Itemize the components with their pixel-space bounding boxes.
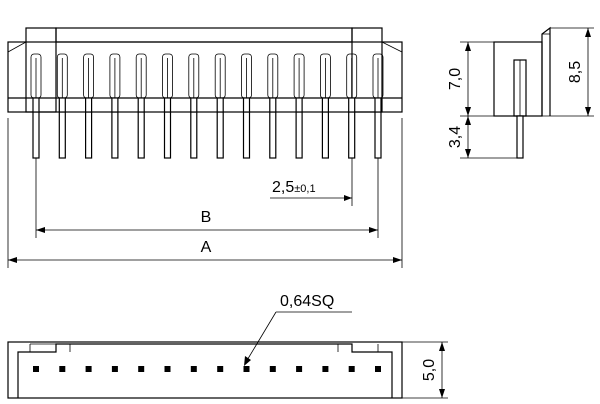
side-height-dimensions: 7,0 3,4 [447, 41, 517, 159]
front-pins [30, 53, 384, 159]
pin-length-label: 3,4 [447, 126, 464, 148]
callout-leader [245, 311, 277, 363]
front-pin-neck [374, 97, 382, 113]
front-pin-lead [32, 111, 40, 159]
b-label: B [201, 209, 212, 226]
front-pin-neck [111, 97, 119, 113]
arrow-34-bottom [465, 149, 471, 158]
top-pin-square [138, 366, 145, 372]
front-pin-neck [216, 97, 224, 113]
front-pin-neck [242, 97, 251, 113]
arrow-70-top [465, 42, 471, 51]
side-view [493, 26, 551, 159]
front-pin-neck [348, 97, 356, 113]
arrow-50-top [439, 342, 445, 351]
body-depth-label: 5,0 [421, 359, 438, 381]
top-pin-square [190, 366, 197, 372]
top-pin-square [33, 366, 39, 372]
arrow-85-top [585, 28, 591, 37]
front-pin-lead [295, 111, 303, 159]
front-pin-lead [242, 111, 251, 159]
front-pin-neck [163, 97, 172, 113]
b-arrow-left [36, 227, 45, 233]
front-view [7, 27, 403, 159]
top-pin-square [217, 366, 224, 372]
top-pin-square [348, 366, 355, 372]
front-pin-neck [269, 97, 277, 113]
arrow-85-bottom [585, 107, 591, 116]
top-pin-square [375, 366, 381, 372]
total-height-label: 8,5 [567, 61, 584, 83]
left-latch-post [25, 27, 57, 113]
front-pin-neck [58, 97, 66, 113]
pitch-dimension: 2,5±0,1 [270, 158, 353, 206]
front-pin-neck [84, 97, 93, 113]
overall-length-dimension: A [7, 118, 403, 268]
top-pin-square [269, 366, 276, 372]
a-arrow-right [393, 257, 402, 263]
top-pin-square [111, 366, 118, 372]
side-latch [541, 26, 551, 116]
pitch-arrow [344, 195, 352, 201]
arrow-34-top [465, 116, 471, 125]
callout-arrow [244, 356, 251, 366]
right-post-chamfer [381, 41, 403, 53]
top-pins [33, 366, 381, 372]
pin-size-callout: 0,64SQ [244, 293, 352, 366]
side-body [493, 41, 543, 117]
front-pin-lead [111, 111, 119, 159]
front-pin-neck [321, 97, 329, 113]
top-body-outline [7, 341, 403, 399]
body-depth-dimension: 5,0 [402, 341, 448, 399]
top-pin-square [322, 366, 329, 372]
front-pin-neck [190, 97, 198, 113]
side-pin [516, 115, 524, 159]
front-pin-neck [32, 97, 40, 113]
top-pin-square [243, 366, 250, 372]
top-inner-wall [17, 343, 393, 398]
front-pin-lead [163, 111, 172, 159]
top-pin-square [296, 366, 303, 372]
top-view [7, 341, 403, 399]
front-pin-lead [348, 111, 356, 159]
arrow-50-bottom [439, 389, 445, 398]
left-post-chamfer [7, 41, 27, 53]
front-pin-lead [374, 111, 382, 159]
b-arrow-right [369, 227, 378, 233]
a-arrow-left [8, 257, 17, 263]
front-pin-lead [269, 111, 277, 159]
a-label: A [201, 239, 212, 256]
pitch-label: 2,5±0,1 [272, 179, 316, 196]
arrow-70-bottom [465, 107, 471, 116]
pin-size-label: 0,64SQ [280, 293, 334, 310]
front-pin-lead [216, 111, 224, 159]
front-pin-neck [295, 97, 303, 113]
top-pin-square [85, 366, 92, 372]
front-pin-lead [190, 111, 198, 159]
total-height-dimension: 8,5 [542, 27, 594, 117]
front-top-wall [55, 27, 353, 43]
top-pin-square [164, 366, 171, 372]
front-pin-lead [321, 111, 329, 159]
front-pin-lead [84, 111, 93, 159]
top-pin-square [59, 366, 66, 372]
body-height-label: 7,0 [447, 68, 464, 90]
front-pin-lead [137, 111, 145, 159]
front-pin-lead [58, 111, 66, 159]
pin-span-dimension: B [35, 158, 379, 238]
front-pin-neck [137, 97, 145, 113]
